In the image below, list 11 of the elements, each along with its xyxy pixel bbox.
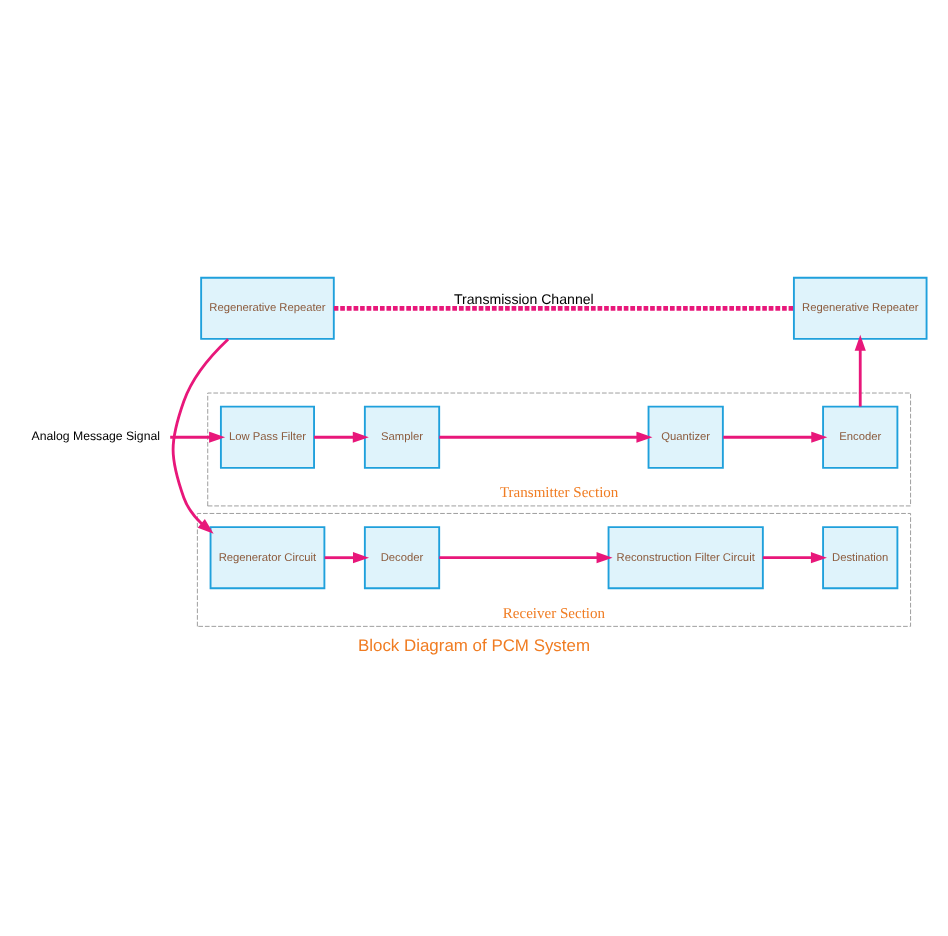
- arrow: [762, 551, 827, 563]
- caption: Block Diagram of PCM System: [357, 634, 591, 655]
- arrow: [170, 430, 226, 442]
- arrow: [314, 430, 369, 442]
- arrow: [854, 333, 866, 406]
- arrow: [723, 430, 828, 442]
- arrow: [171, 337, 230, 533]
- connector: [333, 305, 794, 310]
- arrow: [439, 430, 653, 442]
- arrow: [439, 551, 613, 563]
- arrow: [324, 551, 369, 563]
